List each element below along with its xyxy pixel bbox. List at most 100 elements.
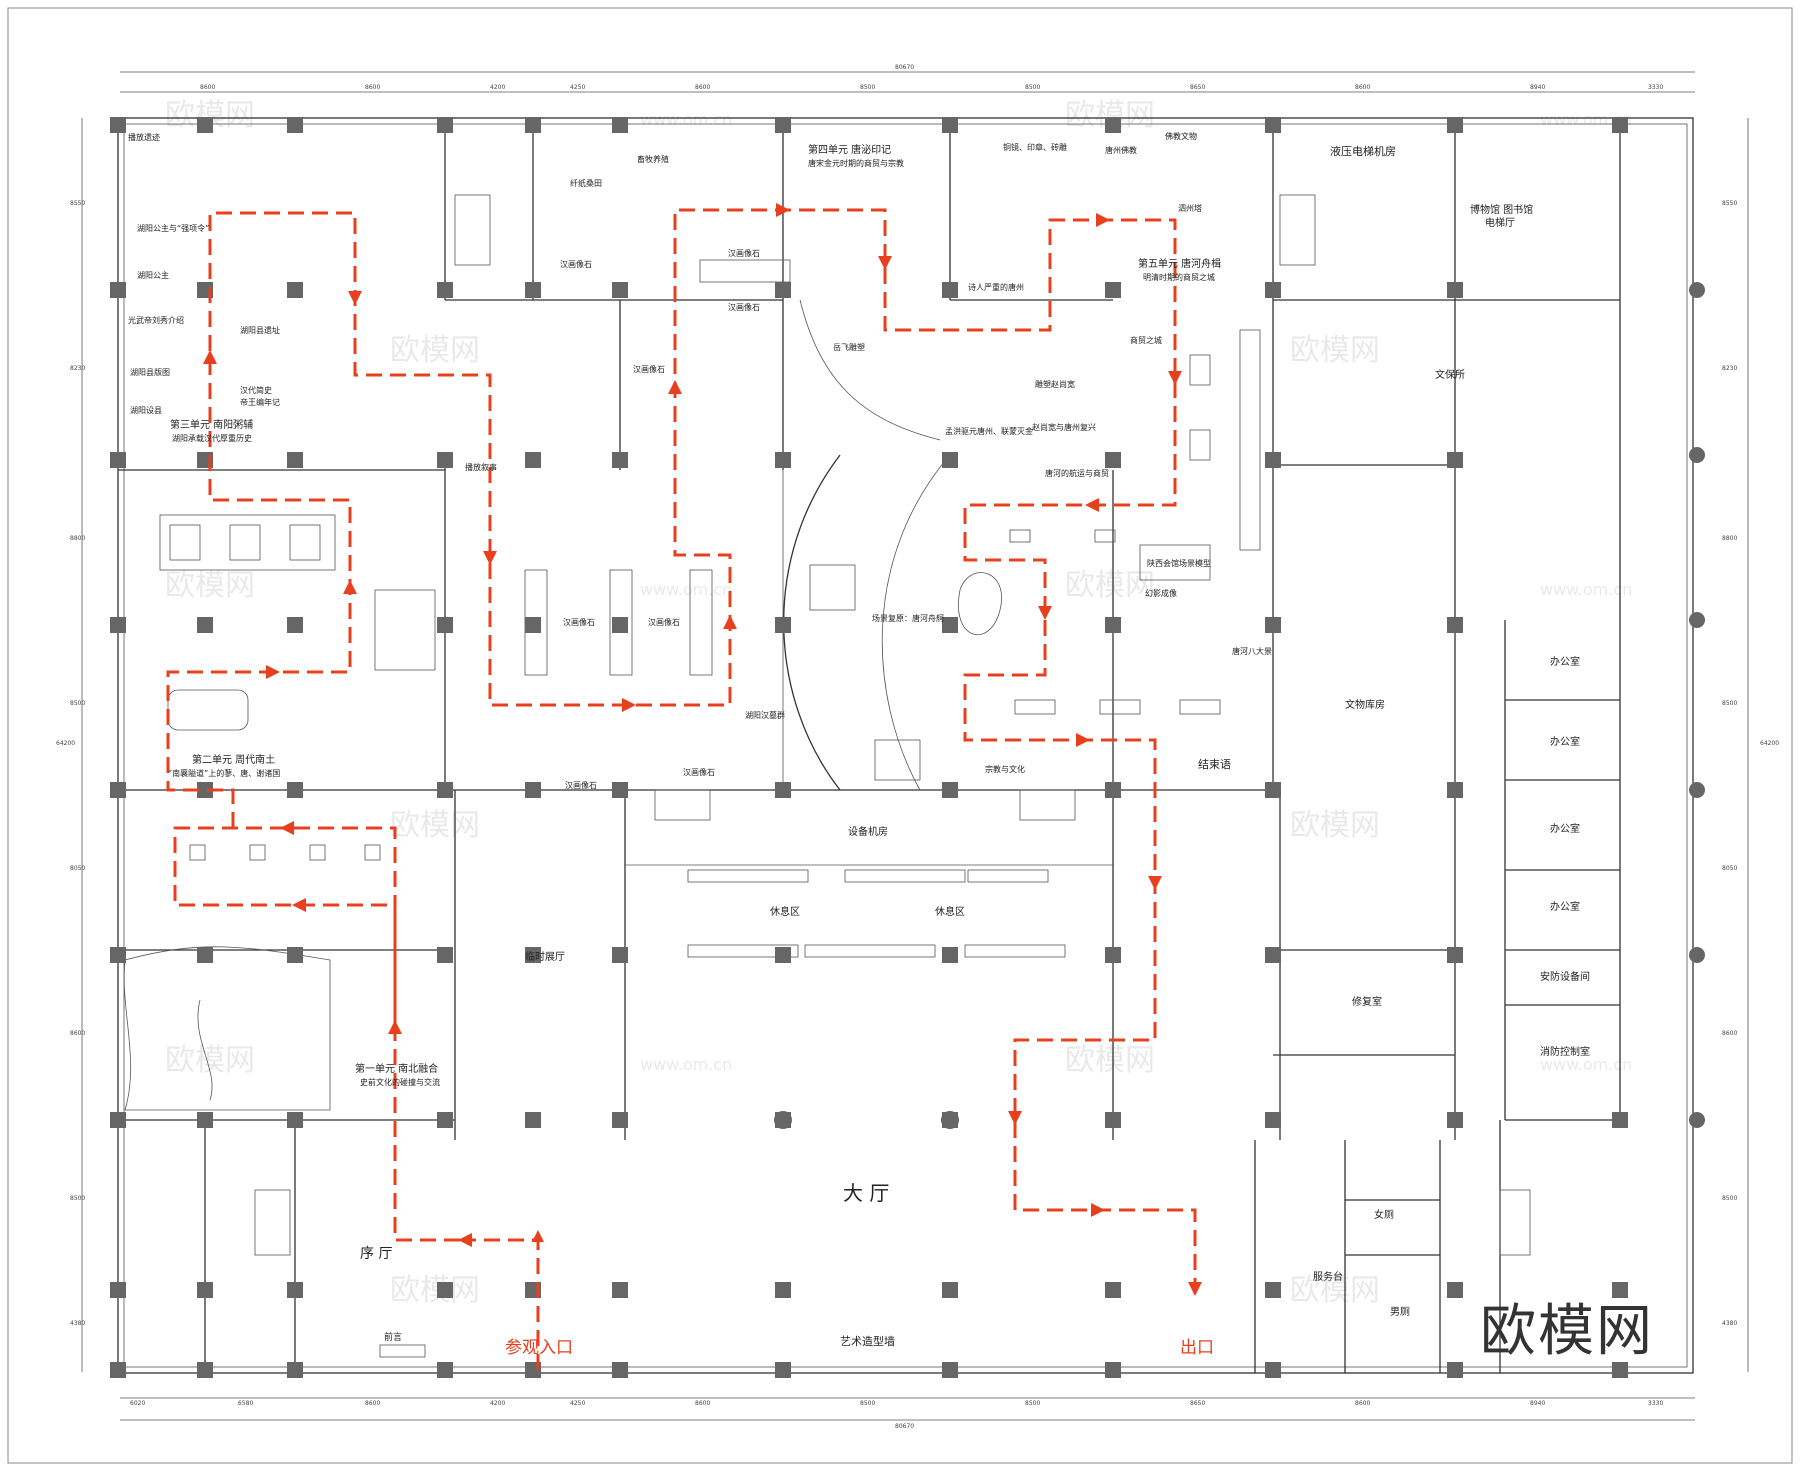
exhibit-label: 汉画像石: [633, 364, 665, 374]
column: [197, 1362, 213, 1378]
column: [1447, 1112, 1463, 1128]
column: [612, 1112, 628, 1128]
watermark-url: www.om.cn: [1540, 580, 1632, 599]
dimension: 8650: [1190, 1400, 1205, 1407]
room-equipment: 设备机房: [848, 825, 888, 838]
round-column: [774, 1111, 792, 1129]
exhibit-label: 唐州佛教: [1105, 145, 1137, 155]
watermark: 欧模网: [1065, 1043, 1155, 1078]
column: [1265, 282, 1281, 298]
exhibit-label: 汉画像石: [683, 767, 715, 777]
column: [612, 782, 628, 798]
column: [287, 782, 303, 798]
column: [197, 1112, 213, 1128]
dimension: 8230: [70, 365, 85, 372]
room-office: 办公室: [1550, 822, 1580, 835]
column: [525, 617, 541, 633]
column: [110, 1112, 126, 1128]
column: [1265, 1282, 1281, 1298]
column: [1447, 1282, 1463, 1298]
exhibit-label: 播放叙事: [465, 462, 497, 472]
column: [1265, 617, 1281, 633]
column: [110, 617, 126, 633]
dimension: 8800: [70, 535, 85, 542]
dimension: 8500: [1722, 700, 1737, 707]
dimension: 8500: [860, 1400, 875, 1407]
column: [942, 947, 958, 963]
column: [1265, 117, 1281, 133]
exhibit-label: 湖阳设县: [130, 405, 162, 415]
watermark-url: www.om.cn: [640, 580, 732, 599]
route-arrow: [343, 580, 357, 594]
round-column: [1689, 612, 1705, 628]
route-arrow: [776, 203, 790, 217]
dimension: 3330: [1648, 1400, 1663, 1407]
column: [775, 282, 791, 298]
dimension: 4200: [490, 84, 505, 91]
exhibit-label: 畜牧养殖: [637, 154, 669, 164]
column: [437, 617, 453, 633]
column: [110, 282, 126, 298]
column: [525, 452, 541, 468]
watermark-url: www.om.cn: [640, 1055, 732, 1074]
dimension: 8500: [1025, 1400, 1040, 1407]
round-column: [1689, 947, 1705, 963]
exhibit-label: 赵尚宽与唐州复兴: [1032, 422, 1096, 432]
exhibit-label: 汉画像石: [560, 259, 592, 269]
exhibit-label: 汉画像石: [563, 617, 595, 627]
room-hall: 大 厅: [843, 1181, 889, 1205]
round-column: [1689, 782, 1705, 798]
unit-1-subtitle: 史前文化的碰撞与交流: [360, 1077, 440, 1087]
column: [1447, 452, 1463, 468]
column: [287, 617, 303, 633]
dimension-lines: 80670 80670 8600 8600 4200 4250 8600 850…: [56, 64, 1779, 1430]
column: [437, 1362, 453, 1378]
room-rest-area: 休息区: [935, 905, 965, 918]
dimension: 8940: [1530, 84, 1545, 91]
dimension: 8230: [1722, 365, 1737, 372]
column: [1105, 452, 1121, 468]
column: [1265, 452, 1281, 468]
route-arrow: [1188, 1282, 1202, 1296]
unit-3-title: 第三单元 南阳粥辅: [170, 418, 253, 431]
unit-2-subtitle: “南襄隘道”上的蓼、唐、谢诸国: [168, 768, 280, 778]
exhibit-label: 汉画像石: [728, 248, 760, 258]
dimension-overall: 80670: [895, 1423, 914, 1430]
watermark: 欧模网: [390, 333, 480, 368]
column: [1265, 1112, 1281, 1128]
exhibit-label: 雕塑赵尚宽: [1035, 379, 1075, 389]
column: [437, 452, 453, 468]
column: [942, 282, 958, 298]
dimension: 4200: [490, 1400, 505, 1407]
exhibit-label: 泗州塔: [1178, 203, 1202, 213]
exhibit-label: 纤纸桑田: [570, 178, 602, 188]
column: [612, 1282, 628, 1298]
dimension: 8940: [1530, 1400, 1545, 1407]
page-frame: [7, 7, 1793, 1464]
column: [775, 117, 791, 133]
dimension: 8800: [1722, 535, 1737, 542]
column: [775, 452, 791, 468]
route-arrow: [458, 1233, 472, 1247]
column: [1612, 1362, 1628, 1378]
column: [1612, 117, 1628, 133]
column: [942, 1362, 958, 1378]
route-arrow: [348, 291, 362, 305]
exhibit-label: 唐河的航运与商贸: [1045, 468, 1109, 478]
unit-3-subtitle: 湖阳承载汉代厚重历史: [172, 433, 252, 443]
dimension: 8500: [70, 700, 85, 707]
dimension: 4250: [570, 84, 585, 91]
exhibit-label: 汉代简史: [240, 385, 272, 395]
column: [287, 947, 303, 963]
column: [612, 117, 628, 133]
route-arrow: [1148, 876, 1162, 890]
room-rest-area: 休息区: [770, 905, 800, 918]
column: [287, 452, 303, 468]
route-arrow: [1168, 371, 1182, 385]
column: [1105, 782, 1121, 798]
exit-label: 出口: [1180, 1338, 1214, 1358]
watermark: 欧模网: [1290, 1273, 1380, 1308]
column: [1447, 1362, 1463, 1378]
column: [525, 117, 541, 133]
